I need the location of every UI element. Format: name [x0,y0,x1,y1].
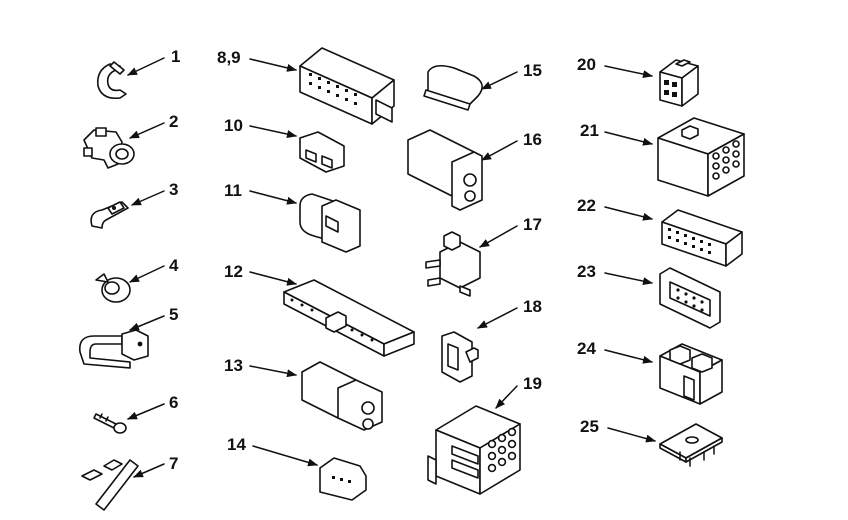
label-part-18: 18 [523,297,542,316]
arrow-1 [127,57,165,76]
label-part-25: 25 [580,417,599,436]
label-part-1: 1 [171,47,181,66]
label-part-10: 10 [224,116,243,135]
label-part-23: 23 [577,262,596,281]
part-11-plug-housing [299,193,361,253]
arrow-6 [127,403,165,420]
label-part-8-9: 8,9 [217,48,241,67]
label-part-3: 3 [169,180,179,199]
part-8-9-multipin-housing [299,47,395,125]
arrow-19 [495,385,518,409]
part-2-harness-clamp [83,127,135,169]
arrow-3 [131,190,165,206]
label-part-22: 22 [577,196,596,215]
label-part-6: 6 [169,393,179,412]
arrow-24 [604,349,653,364]
part-13-two-way-plug [301,361,383,431]
part-18-retainer-clip [441,331,479,383]
label-part-16: 16 [523,130,542,149]
part-3-wire-clip [90,201,129,229]
label-part-20: 20 [577,55,596,74]
arrow-22 [604,206,653,221]
label-part-17: 17 [523,215,542,234]
part-20-four-cavity-block [659,59,699,107]
part-1-cable-clip [96,61,127,100]
label-part-11: 11 [224,181,242,200]
part-22-multi-row-header [661,209,743,267]
arrow-16 [481,140,518,161]
arrow-10 [249,125,297,138]
label-part-15: 15 [523,61,542,80]
part-16-large-two-way [407,129,483,211]
part-25-circuit-board [659,423,723,467]
arrow-18 [477,307,518,329]
part-5-bracket-clamp [78,329,149,369]
arrow-11 [249,190,297,205]
part-7-strain-relief [81,459,139,511]
arrow-23 [604,272,653,286]
arrow-21 [604,131,653,146]
arrow-12 [249,271,297,286]
label-part-14: 14 [227,435,246,454]
part-19-large-multipin [427,405,521,495]
arrow-7 [133,463,165,478]
label-part-13: 13 [224,356,243,375]
part-10-small-connector [299,131,345,173]
arrow-5 [129,315,165,331]
arrow-20 [604,65,653,79]
label-part-5: 5 [169,305,179,324]
part-14-mini-connector [319,457,367,501]
part-4-grommet [95,273,131,303]
leader-arrows [127,57,656,478]
part-6-screw [93,413,127,434]
label-part-12: 12 [224,262,243,281]
arrow-14 [252,445,318,467]
arrow-17 [479,225,518,248]
label-part-24: 24 [577,339,596,358]
part-12-terminal-strip [283,279,415,357]
arrow-13 [249,365,297,378]
arrow-15 [481,71,518,90]
part-23-dsub-connector [659,267,721,329]
part-17-junction-block [425,231,481,297]
part-15-split-sleeve [423,64,483,111]
label-part-4: 4 [169,256,179,275]
label-part-21: 21 [580,121,599,140]
arrow-25 [607,427,656,443]
part-24-six-cavity-housing [659,343,723,405]
part-21-twelve-cavity-block [657,117,745,197]
label-part-2: 2 [169,112,179,131]
arrow-8-9 [249,58,297,72]
label-part-7: 7 [169,454,179,473]
arrow-2 [129,122,165,139]
label-part-19: 19 [523,374,542,393]
arrow-4 [129,265,165,283]
